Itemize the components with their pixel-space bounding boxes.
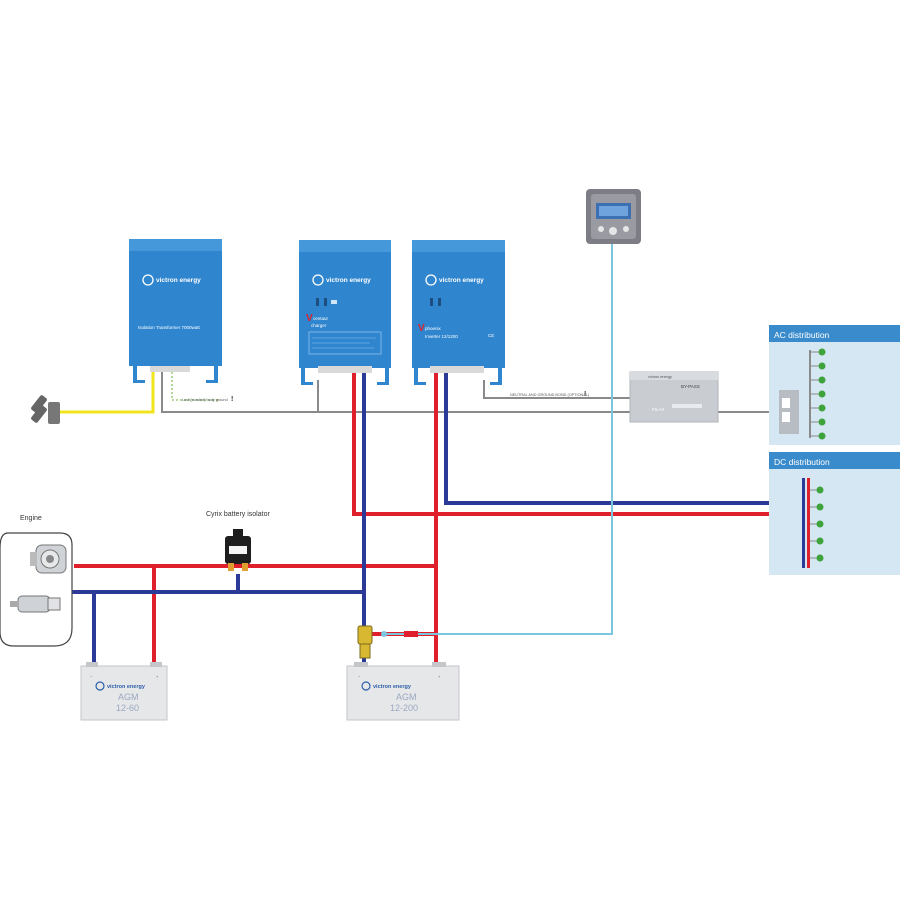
dc-distribution-panel: DC distribution xyxy=(769,452,900,575)
v-logo-icon: V xyxy=(306,313,313,324)
engine: Engine xyxy=(0,515,73,647)
breaker-icon xyxy=(818,348,826,356)
breaker-icon xyxy=(816,486,824,494)
filax-brand: victron energy xyxy=(648,375,672,379)
inverter-subtitle: Inverter 12/1200 xyxy=(425,334,458,339)
breaker-icon xyxy=(818,432,826,440)
logo-icon xyxy=(361,681,371,691)
negative-wires xyxy=(52,372,804,666)
ac-panel-title: AC distribution xyxy=(774,330,830,340)
shore-power-wire xyxy=(60,368,155,414)
breaker-icon xyxy=(816,520,824,528)
neutral-warning-icon: ! xyxy=(584,391,586,398)
charger-subtitle: charger xyxy=(311,323,327,328)
starter-battery: − + victron energy AGM 12-60 xyxy=(80,662,168,721)
breaker-icon xyxy=(816,503,824,511)
logo-icon xyxy=(142,274,154,286)
grounding-warning-icon: ! xyxy=(231,396,233,403)
breaker-icon xyxy=(816,554,824,562)
battery-2-capacity: 12-200 xyxy=(390,703,418,713)
battery-1-capacity: 12-60 xyxy=(116,703,139,713)
battery-minus-icon: − xyxy=(90,675,93,679)
charger-title: centaur xyxy=(313,316,329,321)
charger-brand: victron energy xyxy=(326,277,371,284)
grounding-note: Lost (bonded) body ground xyxy=(182,398,228,402)
transformer-title: Isolation Transformer 7000watt xyxy=(138,325,201,330)
isolation-transformer: victron energy Isolation Transformer 700… xyxy=(129,239,222,383)
battery-monitor xyxy=(586,189,641,244)
ce-mark-icon: CE xyxy=(488,333,494,338)
breaker-icon xyxy=(818,418,826,426)
engine-label: Engine xyxy=(20,515,42,522)
filax-name: FILAX xyxy=(652,407,665,412)
ground-wire xyxy=(171,368,220,401)
data-cable xyxy=(386,244,613,635)
positive-wires xyxy=(74,372,804,666)
breaker-icon xyxy=(818,404,826,412)
battery-2-model: AGM xyxy=(396,692,417,702)
logo-icon xyxy=(312,274,324,286)
inverter-title: phoenix xyxy=(425,326,442,331)
ac-distribution-panel: AC distribution xyxy=(769,325,900,445)
monitor-button-icon xyxy=(623,226,629,232)
ac-breakers xyxy=(810,348,826,440)
battery-2-brand: victron energy xyxy=(373,684,412,690)
inverter-brand: victron energy xyxy=(439,277,484,284)
breaker-icon xyxy=(818,390,826,398)
logo-icon xyxy=(95,681,105,691)
dc-breakers xyxy=(810,486,824,562)
centaur-charger: victron energy V centaur charger xyxy=(299,240,391,385)
battery-plus-icon: + xyxy=(156,675,159,679)
filax-model: BY-PASS xyxy=(681,384,700,389)
battery-plus-icon: + xyxy=(438,675,441,679)
battery-minus-icon: − xyxy=(358,675,361,679)
logo-icon xyxy=(425,274,437,286)
starter-motor-icon xyxy=(10,595,61,613)
breaker-icon xyxy=(818,362,826,370)
filax-bypass: victron energy BY-PASS FILAX xyxy=(629,371,719,423)
ac-wire-inverter xyxy=(483,380,632,399)
cyrix-isolator xyxy=(225,529,251,571)
monitor-button-icon xyxy=(598,226,604,232)
battery-1-brand: victron energy xyxy=(107,684,146,690)
breaker-icon xyxy=(818,376,826,384)
phoenix-inverter: victron energy V phoenix Inverter 12/120… xyxy=(412,240,505,385)
dc-fuse xyxy=(357,625,373,659)
isolator-label: Cyrix battery isolator xyxy=(206,511,270,518)
alternator-icon xyxy=(30,544,67,574)
transformer-brand: victron energy xyxy=(156,277,201,284)
dc-panel-title: DC distribution xyxy=(774,457,830,467)
shunt-sensor xyxy=(381,631,418,637)
shore-plug-icon xyxy=(31,395,60,424)
monitor-button-icon xyxy=(609,227,617,235)
breaker-icon xyxy=(816,537,824,545)
v-logo-icon: V xyxy=(418,323,425,334)
neutral-note: NEUTRAL AND GROUND BOND (OPTIONAL) xyxy=(510,393,590,397)
house-battery: − + victron energy AGM 12-200 xyxy=(346,662,460,721)
battery-1-model: AGM xyxy=(118,692,139,702)
ac-wire-main xyxy=(161,368,780,413)
